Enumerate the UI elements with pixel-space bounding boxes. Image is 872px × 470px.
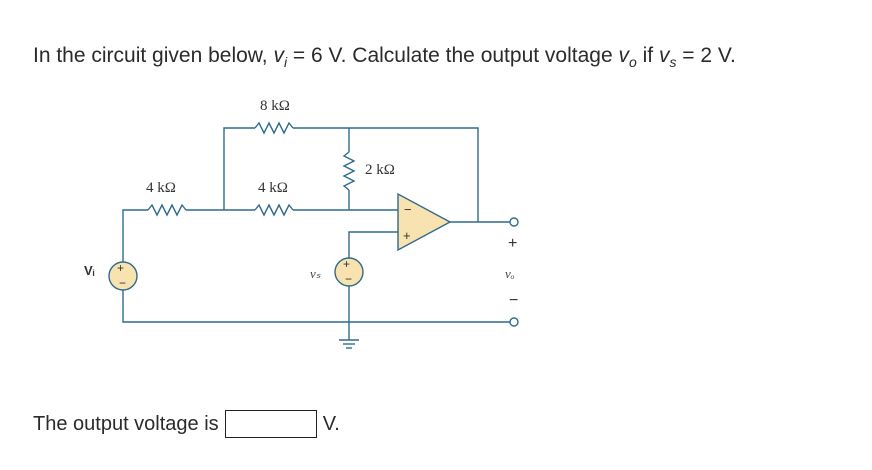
vs-label: vₛ <box>310 266 321 281</box>
op-amp-minus: − <box>404 202 412 217</box>
vo-label: vₒ <box>505 266 515 281</box>
noninverting-wire <box>348 231 398 258</box>
vi-source-minus: − <box>119 276 126 290</box>
answer-input-box[interactable] <box>224 410 317 438</box>
vs-source <box>334 257 364 287</box>
answer-input[interactable] <box>225 411 316 437</box>
output-terminal-bottom <box>509 317 519 327</box>
vo-symbol: v <box>618 44 629 67</box>
answer-row: The output voltage is V. <box>33 410 340 438</box>
question-mid: if <box>636 44 659 67</box>
vi-value: = 6 V. Calculate the output voltage <box>287 44 619 67</box>
ground-icon <box>339 339 359 349</box>
vs-subscript: s <box>669 54 677 70</box>
return-wire <box>122 290 510 323</box>
vo-subscript: o <box>628 54 637 70</box>
vs-source-plus: + <box>343 257 350 271</box>
question-prefix: In the circuit given below, <box>33 44 274 67</box>
vi-symbol: v <box>273 44 284 67</box>
vs-symbol: v <box>658 44 670 67</box>
resistor-8k-symbol <box>254 121 294 135</box>
resistor-4k-mid-symbol <box>254 203 294 217</box>
output-terminal-top <box>509 217 519 227</box>
input-wire <box>122 209 148 262</box>
question-text: In the circuit given below, vi = 6 V. Ca… <box>33 44 736 70</box>
label-8k: 8 kΩ <box>260 98 290 114</box>
feedback-wire-left <box>223 127 255 210</box>
output-plus: + <box>508 235 517 252</box>
label-4k-left: 4 kΩ <box>146 180 176 196</box>
resistor-2k-symbol <box>342 151 356 191</box>
vs-value: = 2 V. <box>676 44 736 67</box>
vi-label: Vᵢ <box>84 263 95 278</box>
output-minus: − <box>509 292 518 309</box>
vs-source-minus: − <box>345 272 352 286</box>
feedback-wire-right <box>293 127 479 222</box>
op-amp-plus: + <box>403 228 411 243</box>
vi-subscript: i <box>283 54 288 70</box>
label-2k: 2 kΩ <box>365 162 395 178</box>
answer-unit: V. <box>322 412 340 435</box>
op-amp <box>397 192 452 252</box>
label-4k-mid: 4 kΩ <box>258 180 288 196</box>
vi-source-plus: + <box>117 261 124 275</box>
resistor-4k-left-symbol <box>147 203 187 217</box>
answer-prompt: The output voltage is <box>33 412 219 435</box>
vi-source <box>108 261 138 291</box>
